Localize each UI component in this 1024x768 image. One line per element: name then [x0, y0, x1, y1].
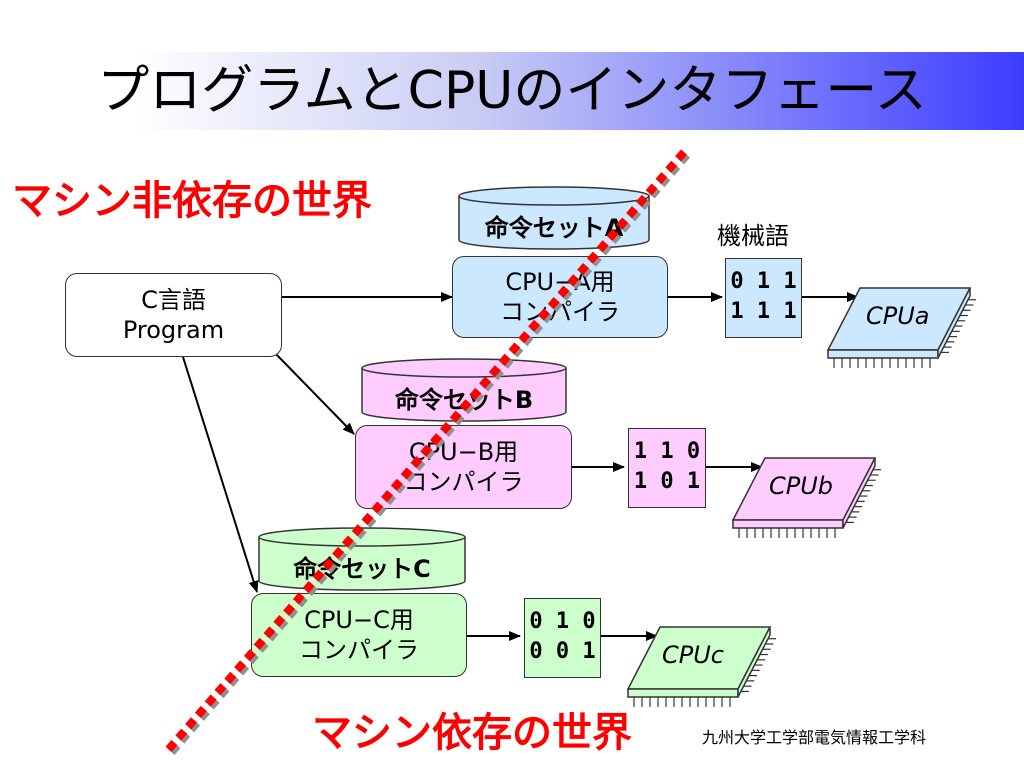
machine-code-a-line2: 1 1 1 [730, 299, 797, 324]
source-program-label: Program [122, 316, 225, 344]
machine-code-b-line1: 1 1 0 [633, 439, 701, 464]
machine-code-c-line2: 0 0 1 [529, 639, 596, 664]
compiler-c-target: CPU−C用 [304, 606, 414, 634]
machine-code-a: 0 1 1 1 1 1 [725, 258, 802, 338]
machine-code-a-line1: 0 1 1 [730, 269, 797, 294]
compiler-a-name: コンパイラ [500, 298, 620, 326]
arrow-source-to-compiler-c [182, 356, 259, 593]
page-title: プログラムとCPUのインタフェース [97, 61, 927, 121]
machine-boundary-divider [164, 149, 688, 753]
title-bar [36, 52, 1024, 130]
compiler-b-name: コンパイラ [403, 468, 524, 496]
cpu-b-label: CPUb [769, 472, 834, 500]
cylinder-instruction-set-a [458, 186, 650, 250]
divider-shadow [167, 152, 691, 756]
arrow-source-to-compiler-b [273, 351, 355, 435]
machine-independent-label: マシン非依存の世界 [12, 178, 372, 224]
instruction-set-a-label: 命令セットA [484, 214, 624, 242]
cylinder-instruction-set-b [361, 358, 567, 422]
machine-code-label: 機械語 [717, 222, 789, 250]
compiler-c-box: CPU−C用 コンパイラ [251, 593, 467, 677]
compiler-c-name: コンパイラ [299, 636, 419, 664]
footer-affiliation: 九州大学工学部電気情報工学科 [702, 728, 927, 747]
c-source-program-box: C言語 Program [65, 273, 282, 357]
source-language-label: C言語 [141, 286, 206, 314]
compiler-b-box: CPU−B用 コンパイラ [355, 425, 572, 509]
cpu-chip-a [826, 287, 977, 368]
cpu-c-label: CPUc [662, 641, 724, 669]
machine-code-c: 0 1 0 0 0 1 [524, 598, 601, 678]
compiler-a-box: CPU−A用 コンパイラ [452, 256, 668, 338]
cpu-chip-c [626, 626, 777, 707]
machine-code-b: 1 1 0 1 0 1 [628, 428, 706, 508]
cpu-chip-b [731, 457, 882, 538]
machine-dependent-label: マシン依存の世界 [312, 710, 632, 756]
machine-code-c-line1: 0 1 0 [529, 609, 596, 634]
machine-code-b-line2: 1 0 1 [633, 469, 701, 494]
cpu-a-label: CPUa [866, 302, 930, 330]
